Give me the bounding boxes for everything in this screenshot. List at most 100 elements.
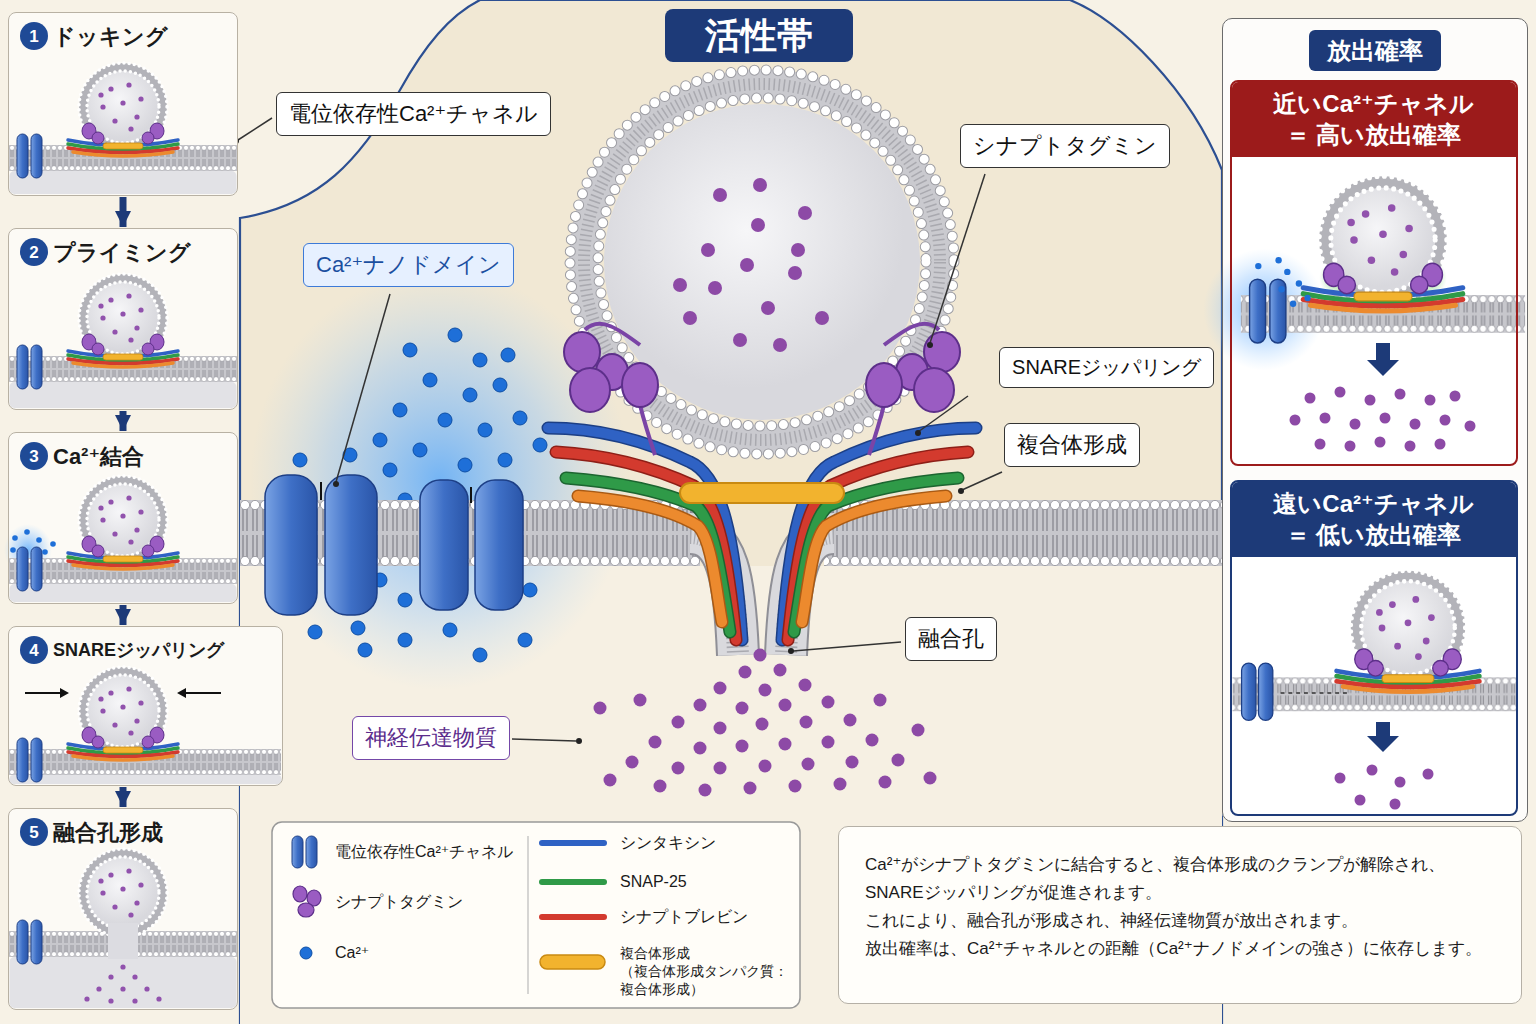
step-panel: [82, 536, 164, 557]
ca-nanodomain: [293, 328, 547, 662]
release-panel: [1278, 286, 1284, 292]
step-panel: [36, 537, 42, 543]
release-panel: [1305, 393, 1316, 404]
step-panel: [108, 923, 138, 959]
legend-text: シナプトタグミン: [335, 892, 463, 912]
step-panel: [8, 667, 281, 782]
step-panel: [10, 382, 237, 408]
legend-entry: シナプトブレビン: [620, 907, 748, 927]
leader-line: [512, 739, 576, 741]
ca-nanodomain: [351, 621, 365, 635]
synaptic-vesicle: [701, 243, 715, 257]
step-panel: [84, 964, 161, 1003]
synaptotagmin: [564, 324, 960, 455]
release-panel: [1250, 279, 1266, 343]
ca-channel: [325, 475, 377, 615]
leader-line: [930, 174, 985, 343]
legend-sample: [292, 836, 605, 969]
step-panel: [108, 998, 113, 1003]
ca-nanodomain: [463, 388, 477, 402]
flow-arrow: [120, 787, 127, 807]
step-panel: [10, 547, 16, 553]
snare-complex: [556, 452, 736, 640]
callout-box: 電位依存性Ca²⁺チャネル: [276, 92, 551, 136]
release-panel: [1450, 391, 1461, 402]
callout-text: SNAREジッパリング: [1012, 355, 1201, 380]
synaptic-vesicle: [815, 311, 829, 325]
neurotransmitter: [694, 699, 707, 712]
legend-sample: [540, 955, 605, 969]
neurotransmitter: [802, 758, 815, 771]
legend-text: 電位依存性Ca²⁺チャネル: [335, 842, 513, 862]
step-panel: [17, 345, 42, 389]
release-panel: [1337, 671, 1480, 692]
release-panel: [1345, 441, 1356, 452]
legend-entry: シンタキシン: [620, 833, 716, 853]
neurotransmitter: [892, 754, 905, 767]
step-number: 3: [29, 448, 38, 465]
panel-header: 近いCa²⁺チャネル ＝ 高い放出確率: [1268, 88, 1479, 150]
neurotransmitter: [924, 772, 937, 785]
step-panel: [17, 134, 42, 178]
leader-line: [958, 488, 964, 494]
synaptic-vesicle: [798, 206, 812, 220]
callout-box: 複合体形成: [1004, 423, 1140, 467]
step-number-circle: 2: [20, 238, 48, 266]
neurotransmitter: [654, 780, 667, 793]
callout-text: 融合孔: [918, 625, 984, 653]
release-panel: [1290, 415, 1301, 426]
leader-line: [962, 472, 1002, 490]
release-panel: [1405, 441, 1416, 452]
step-number: 2: [29, 244, 38, 261]
leader-line: [233, 118, 1002, 744]
step-panel: [10, 775, 282, 784]
callout-box: シナプトタグミン: [960, 124, 1170, 168]
ca-nanodomain: [358, 643, 372, 657]
release-panel: [1435, 439, 1446, 450]
ca-nanodomain: [513, 411, 527, 425]
step-title: Ca²⁺結合: [53, 444, 144, 470]
release-panel: [1380, 413, 1391, 424]
legend-sample: [292, 836, 303, 868]
legend-sample: [300, 947, 312, 959]
step-panel: [238, 749, 281, 775]
step-panel: [82, 123, 164, 144]
step-number-circle: 5: [20, 818, 48, 846]
legend-sample: [306, 836, 317, 868]
neurotransmitter: [634, 694, 647, 707]
step-panel: [82, 727, 164, 748]
caption-text: Ca²⁺がシナプトタグミンに結合すると、複合体形成のクランプが解除され、 SNA…: [865, 851, 1495, 907]
release-panel: [1303, 288, 1463, 311]
neurotransmitter: [866, 734, 879, 747]
release-panel: [1335, 773, 1346, 784]
release-panel: [1296, 280, 1302, 286]
neurotransmitter: [744, 782, 757, 795]
synaptic-vesicle: [713, 188, 727, 202]
step-number-circle: 1: [20, 22, 48, 50]
neurotransmitter: [822, 696, 835, 709]
legend-sample: [542, 840, 604, 846]
callout-box: 融合孔: [905, 617, 997, 661]
caption-box: Ca²⁺がシナプトタグミンに結合すると、複合体形成のクランプが解除され、 SNA…: [838, 826, 1522, 1004]
step-panel: [68, 140, 178, 156]
caption-text: これにより、融合孔が形成され、神経伝達物質が放出されます。: [865, 907, 1495, 935]
synaptic-vesicle: [761, 301, 775, 315]
step-panel: [17, 920, 42, 964]
release-panel: [1410, 419, 1421, 430]
step-number: 4: [29, 642, 38, 659]
snare-complex: [548, 428, 742, 640]
release-panel: [1324, 263, 1443, 293]
neurotransmitter: [672, 762, 685, 775]
ca-nanodomain: [473, 353, 487, 367]
release-panel: [1259, 663, 1273, 720]
step-number-circle: 4: [20, 636, 48, 664]
neurotransmitter: [594, 649, 937, 797]
step-panel: [10, 584, 237, 602]
step-panel: [17, 738, 42, 782]
release-panel: [1335, 387, 1346, 398]
step-panel: [68, 351, 178, 367]
step-panel: [8, 849, 238, 1004]
step-panel: [4, 12, 283, 1010]
release-panel: [1281, 692, 1351, 694]
ca-channel: [420, 480, 468, 610]
